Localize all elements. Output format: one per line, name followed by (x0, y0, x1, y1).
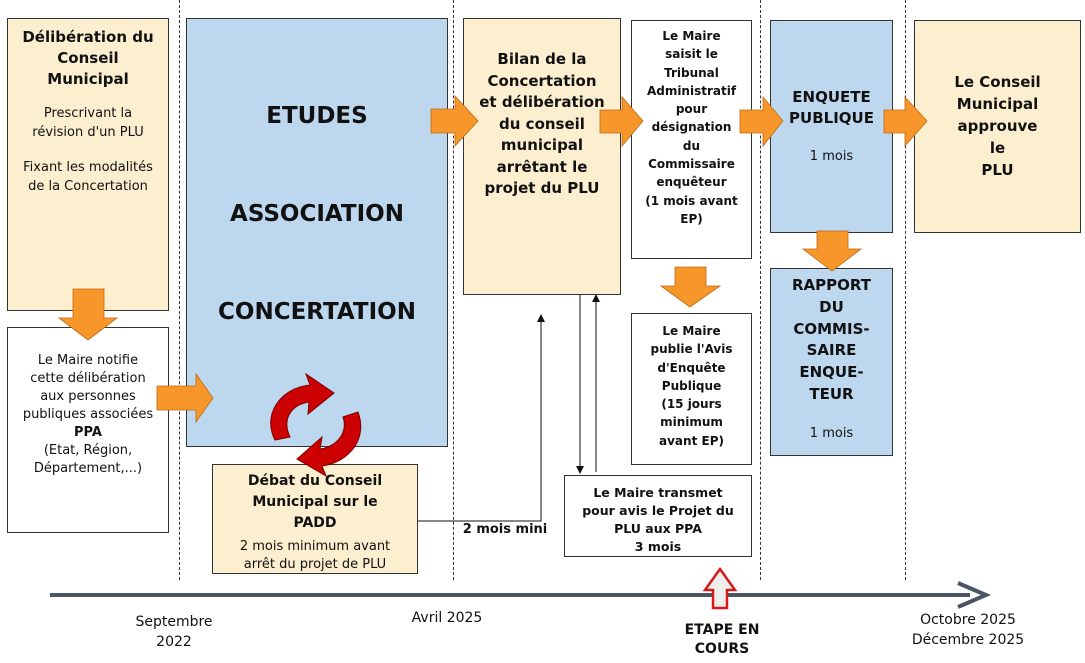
debat-title: Débat du Conseil Municipal sur le PADD (247, 473, 383, 531)
association-label: ASSOCIATION (230, 201, 404, 227)
enquete-title: ENQUETE PUBLIQUE (789, 88, 874, 127)
deux-mois-label: 2 mois mini (462, 522, 548, 537)
rapport-title: RAPPORT DU COMMIS- SAIRE ENQUE- TEUR (791, 276, 871, 403)
connector-debat (418, 314, 545, 522)
cycle-icon (270, 372, 362, 478)
arrow-right-2 (430, 94, 479, 148)
etudes-box: ETUDES ASSOCIATION CONCERTATION (186, 18, 448, 447)
saisit-text: Le Maire saisit le Tribunal Administrati… (645, 29, 738, 226)
rapport-sub: 1 mois (809, 425, 854, 441)
debat-sub: 2 mois minimum avant arrêt du projet de … (239, 539, 391, 572)
transmet-box: Le Maire transmet pour avis le Projet du… (564, 475, 752, 557)
enquete-sub: 1 mois (809, 149, 854, 164)
arrow-right-3 (599, 95, 644, 148)
separator-1 (179, 0, 180, 580)
publie-box: Le Maire publie l'Avis d'Enquête Publiqu… (631, 313, 752, 465)
separator-3 (760, 0, 761, 580)
separator-4 (905, 0, 906, 580)
arrow-right-1 (156, 372, 214, 424)
enquete-box: ENQUETE PUBLIQUE 1 mois (770, 20, 893, 233)
approuve-box: Le Conseil Municipal approuve le PLU (914, 20, 1081, 233)
bilan-box: Bilan de la Concertation et délibération… (463, 18, 621, 295)
arrow-down-2 (659, 266, 722, 308)
transmet-text: Le Maire transmet pour avis le Projet du… (582, 485, 734, 554)
notification-tail: (Etat, Région, Département,...) (33, 443, 143, 476)
timeline-fin: Octobre 2025 Décembre 2025 (911, 612, 1025, 648)
publie-text: Le Maire publie l'Avis d'Enquête Publiqu… (650, 324, 733, 448)
deliberation-line1: Prescrivant la révision d'un PLU (32, 106, 144, 140)
etape-arrow-icon (702, 566, 738, 610)
timeline-arrowhead (957, 581, 992, 609)
rapport-box: RAPPORT DU COMMIS- SAIRE ENQUE- TEUR 1 m… (770, 268, 893, 456)
separator-2 (453, 0, 454, 580)
notification-ppa: PPA (74, 425, 102, 440)
deliberation-title: Délibération du Conseil Municipal (22, 28, 154, 88)
etudes-label: ETUDES (266, 103, 368, 129)
timeline-sept: Septembre 2022 (135, 614, 213, 650)
saisit-box: Le Maire saisit le Tribunal Administrati… (631, 20, 752, 259)
deliberation-line2: Fixant les modalités de la Concertation (23, 160, 153, 194)
concertation-label: CONCERTATION (218, 299, 416, 325)
arrow-right-5 (883, 95, 928, 148)
notification-text: Le Maire notifie cette délibération aux … (22, 353, 154, 422)
arrow-right-4 (739, 95, 784, 148)
arrow-down-3 (801, 230, 863, 272)
arrow-down-1 (57, 288, 119, 341)
notification-box: Le Maire notifie cette délibération aux … (7, 327, 169, 533)
timeline-etape: ETAPE EN COURS (684, 622, 760, 657)
bilan-title: Bilan de la Concertation et délibération… (479, 50, 605, 197)
timeline-avril: Avril 2025 (411, 610, 483, 626)
debat-box: Débat du Conseil Municipal sur le PADD 2… (212, 464, 418, 574)
approuve-title: Le Conseil Municipal approuve le PLU (954, 73, 1041, 179)
